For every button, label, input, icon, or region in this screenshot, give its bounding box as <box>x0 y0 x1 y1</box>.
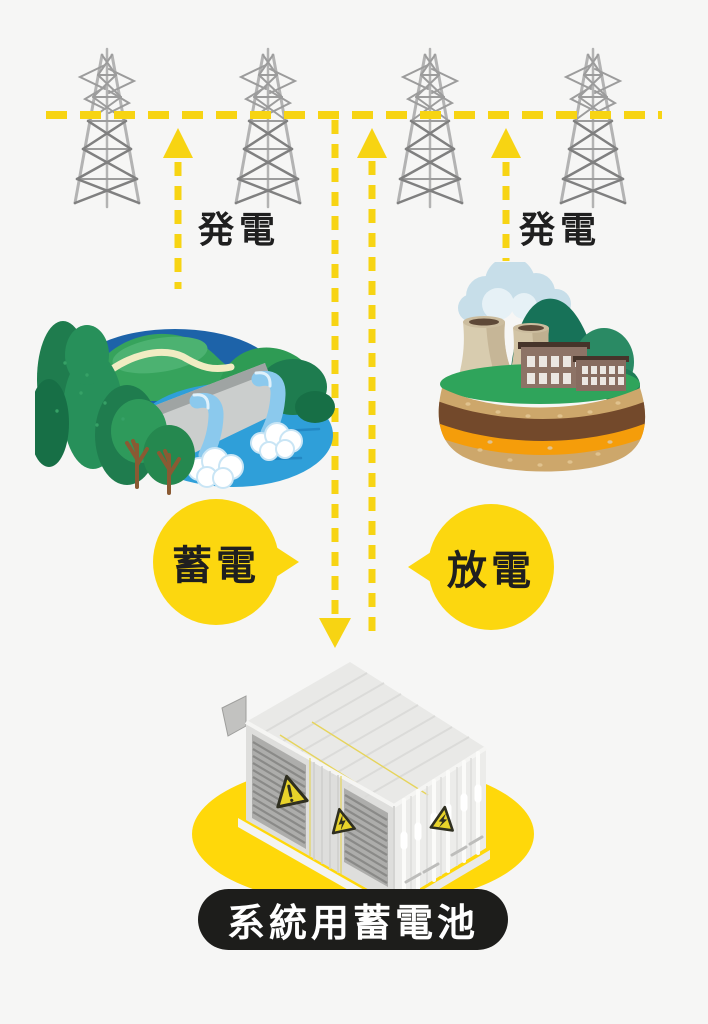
generation-label-right: 発電 <box>519 209 602 250</box>
battery-name-label: 系統用蓄電池 <box>226 903 479 945</box>
discharge-arrow-up <box>357 128 387 634</box>
generation-arrow-right <box>491 128 521 261</box>
charge-bubble-label: 蓄電 <box>172 544 260 588</box>
transmission-tower-icon <box>396 47 464 209</box>
geothermal-plant-illustration <box>438 262 646 472</box>
transmission-tower-icon <box>234 47 302 209</box>
transmission-tower-icon <box>559 47 627 209</box>
hydro-dam-illustration <box>35 321 335 495</box>
charge-bubble: 蓄電 <box>153 499 299 625</box>
generation-label-left: 発電 <box>198 209 281 250</box>
bubble-tail-left-icon <box>408 552 431 582</box>
battery-name-pill: 系統用蓄電池 <box>198 889 508 950</box>
discharge-bubble-label: 放電 <box>447 549 535 593</box>
discharge-bubble: 放電 <box>408 504 554 630</box>
grid-battery-container-illustration <box>192 662 534 916</box>
generation-arrow-left <box>163 128 193 289</box>
bubble-tail-right-icon <box>276 547 299 577</box>
transmission-tower-icon <box>73 47 141 209</box>
